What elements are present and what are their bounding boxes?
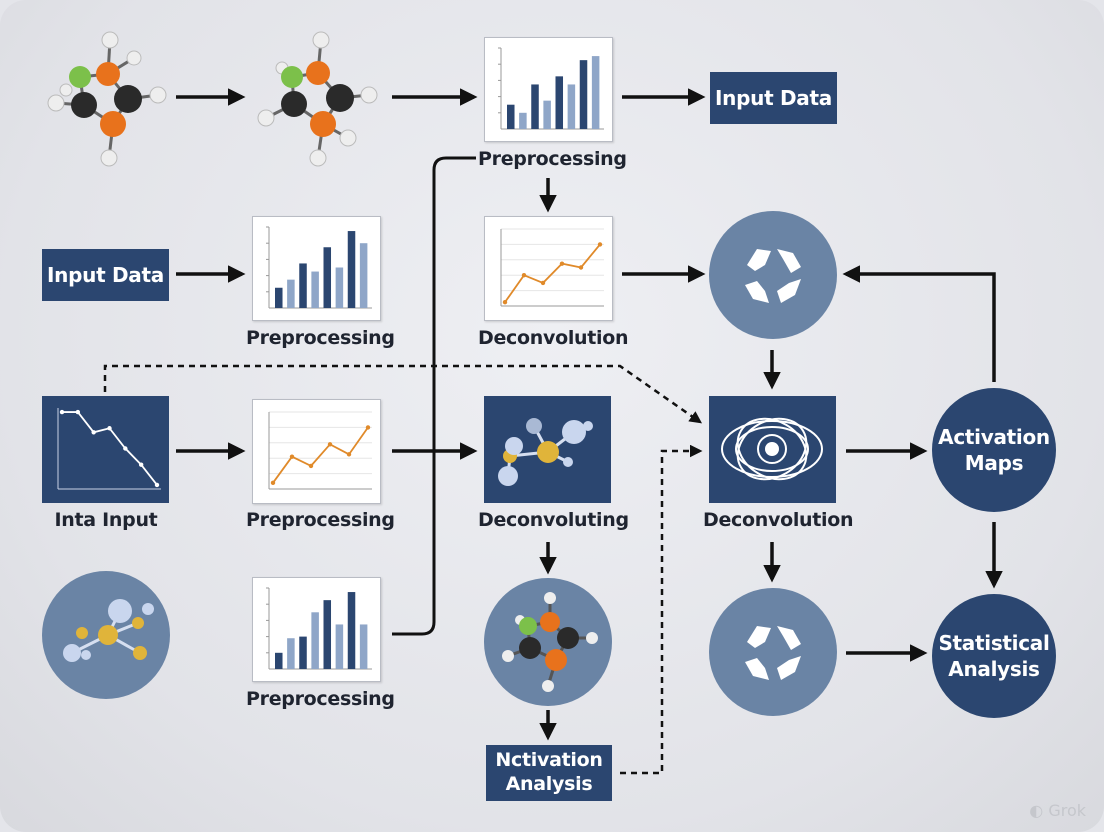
bar — [359, 624, 368, 669]
bar — [335, 624, 344, 669]
data-point — [521, 273, 527, 278]
preprocessing-label-row3: Preprocessing — [246, 509, 395, 531]
bar — [555, 76, 564, 129]
preprocessing-label-top: Preprocessing — [478, 148, 627, 170]
data-point — [346, 452, 352, 457]
bar — [311, 612, 319, 669]
ring-icon-bottom — [745, 626, 801, 680]
inta-input-line-chart-svg — [57, 408, 161, 490]
line-chart-thumbnail-row2-svg — [500, 228, 604, 307]
data-point — [578, 265, 584, 270]
bar — [287, 638, 295, 669]
deconvolution-orbit-panel — [709, 396, 836, 503]
dashed-connector-analysis-to-deconvolution — [620, 444, 703, 775]
activation-maps-node: Activation Maps — [932, 388, 1056, 512]
connector-row4-to-preprocessing — [392, 156, 476, 636]
bar — [519, 112, 527, 129]
data-point — [559, 261, 565, 266]
bar — [591, 56, 600, 129]
data-point — [123, 446, 128, 451]
bar-chart-thumbnail-row4-svg — [266, 587, 372, 670]
bar — [579, 60, 588, 129]
data-point — [540, 280, 546, 286]
deconvolution-label-center: Deconvolution — [703, 509, 854, 531]
data-point — [270, 480, 276, 486]
data-point — [138, 462, 144, 467]
bar-chart-thumbnail-top — [484, 37, 613, 142]
bar — [359, 243, 368, 308]
data-point — [91, 430, 96, 435]
bar — [275, 287, 283, 308]
bar — [299, 636, 307, 669]
line-chart-thumbnail-row3-svg — [268, 411, 372, 490]
data-point — [327, 442, 333, 447]
data-point — [289, 454, 295, 459]
bar-chart-thumbnail-top-svg — [498, 47, 604, 130]
bar-chart-thumbnail-row4 — [252, 577, 381, 682]
data-point — [75, 409, 81, 415]
deconvolution-label-row2: Deconvolution — [478, 327, 629, 349]
inta-input-label: Inta Input — [54, 509, 158, 531]
deconvoluting-label: Deconvoluting — [478, 509, 629, 531]
series-line — [62, 411, 158, 486]
deconvolution-circle-bottom — [709, 588, 837, 716]
preprocessing-label-row4: Preprocessing — [246, 688, 395, 710]
bar — [275, 652, 283, 669]
bar — [323, 600, 332, 669]
nctivation-analysis-label: Nctivation Analysis — [495, 749, 603, 795]
deconvoluting-molecule-panel — [484, 396, 611, 503]
bar-chart-thumbnail-row2 — [252, 216, 381, 321]
line-chart-thumbnail-row2 — [484, 216, 613, 321]
input-data-box-top: Input Data — [710, 72, 837, 124]
bar — [347, 592, 356, 669]
arrow-maps-to-top-circle — [842, 265, 996, 382]
input-data-box-left: Input Data — [42, 249, 169, 301]
molecule-icon-2 — [257, 31, 378, 167]
inta-input-chart-panel — [42, 396, 169, 503]
data-point — [154, 482, 160, 488]
bar — [287, 279, 295, 308]
data-point — [365, 425, 371, 430]
bar — [567, 84, 576, 129]
data-point — [597, 242, 603, 247]
statistical-analysis-node: Statistical Analysis — [932, 594, 1056, 718]
series-line — [272, 426, 369, 484]
bar — [543, 100, 551, 129]
bar — [311, 271, 319, 308]
data-point — [59, 409, 65, 415]
bar — [299, 263, 307, 308]
bar — [531, 84, 539, 129]
activation-maps-label: Activation Maps — [938, 425, 1050, 475]
molecule-graph-circle-icon — [63, 599, 154, 662]
preprocessing-label-row2: Preprocessing — [246, 327, 395, 349]
bar — [507, 104, 515, 129]
molecule-graph-circle — [42, 571, 170, 699]
watermark-logo: ◐ Grok — [1029, 801, 1086, 820]
line-chart-thumbnail-row3 — [252, 399, 381, 504]
nctivation-analysis-box: Nctivation Analysis — [486, 745, 612, 801]
statistical-analysis-label: Statistical Analysis — [938, 631, 1050, 681]
deconvolution-circle-top — [709, 211, 837, 339]
grok-icon: ◐ — [1029, 801, 1044, 820]
bar — [323, 247, 332, 308]
data-point — [308, 463, 314, 469]
series-line — [504, 243, 601, 303]
watermark-text: Grok — [1048, 801, 1086, 820]
ring-icon-top — [745, 249, 801, 303]
dashed-connector-inta-to-deconvolution — [103, 364, 703, 424]
data-point — [502, 299, 508, 305]
molecule-icon-1 — [47, 31, 167, 167]
molecule-circle-icon — [502, 592, 598, 692]
bar — [335, 267, 344, 308]
orbit-icon — [721, 417, 823, 481]
bar-chart-thumbnail-row2-svg — [266, 226, 372, 309]
molecule-graph-icon — [498, 418, 593, 486]
data-point — [107, 426, 112, 431]
molecule-circle — [484, 578, 612, 706]
bar — [347, 231, 356, 308]
